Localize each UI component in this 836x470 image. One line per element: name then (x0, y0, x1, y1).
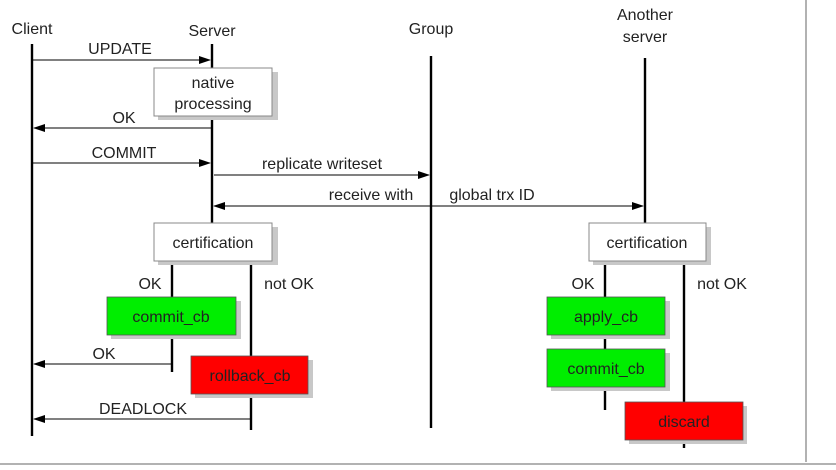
certification-another-box (588, 222, 707, 262)
participant-another-line1: Another (617, 7, 674, 24)
branch-label-another-notok: not OK (697, 276, 747, 293)
label-receive-1: receive with (329, 187, 413, 204)
label-deadlock: DEADLOCK (99, 401, 187, 418)
native-processing-line2: processing (174, 96, 251, 113)
branch-label-server-ok: OK (138, 276, 161, 293)
label-receive-2: global trx ID (449, 187, 534, 204)
native-processing-line1: native (192, 75, 235, 92)
participant-server: Server (188, 23, 236, 40)
certification-server-box (153, 222, 273, 262)
certification-server-label: certification (173, 235, 254, 252)
label-update: UPDATE (88, 41, 152, 58)
certification-another-label: certification (607, 235, 688, 252)
rollback-cb-box (190, 355, 309, 395)
native-processing-box (153, 67, 273, 117)
branch-label-server-notok: not OK (264, 276, 314, 293)
discard-box (624, 401, 744, 441)
commit-cb-another-box (546, 348, 666, 388)
discard-label: discard (658, 414, 710, 431)
apply-cb-label: apply_cb (574, 309, 638, 326)
branch-label-another-ok: OK (571, 276, 594, 293)
commit-cb-server-label: commit_cb (132, 309, 209, 326)
label-commit: COMMIT (92, 145, 157, 162)
label-ok-2: OK (92, 346, 115, 363)
participant-group: Group (409, 21, 454, 38)
apply-cb-box (546, 296, 666, 336)
rollback-cb-label: rollback_cb (210, 368, 291, 385)
participant-another-line2: server (623, 29, 668, 46)
label-replicate: replicate writeset (262, 156, 383, 173)
label-ok-1: OK (112, 110, 135, 127)
commit-cb-server-box (106, 296, 237, 336)
commit-cb-another-label: commit_cb (567, 361, 644, 378)
participant-client: Client (12, 21, 53, 38)
